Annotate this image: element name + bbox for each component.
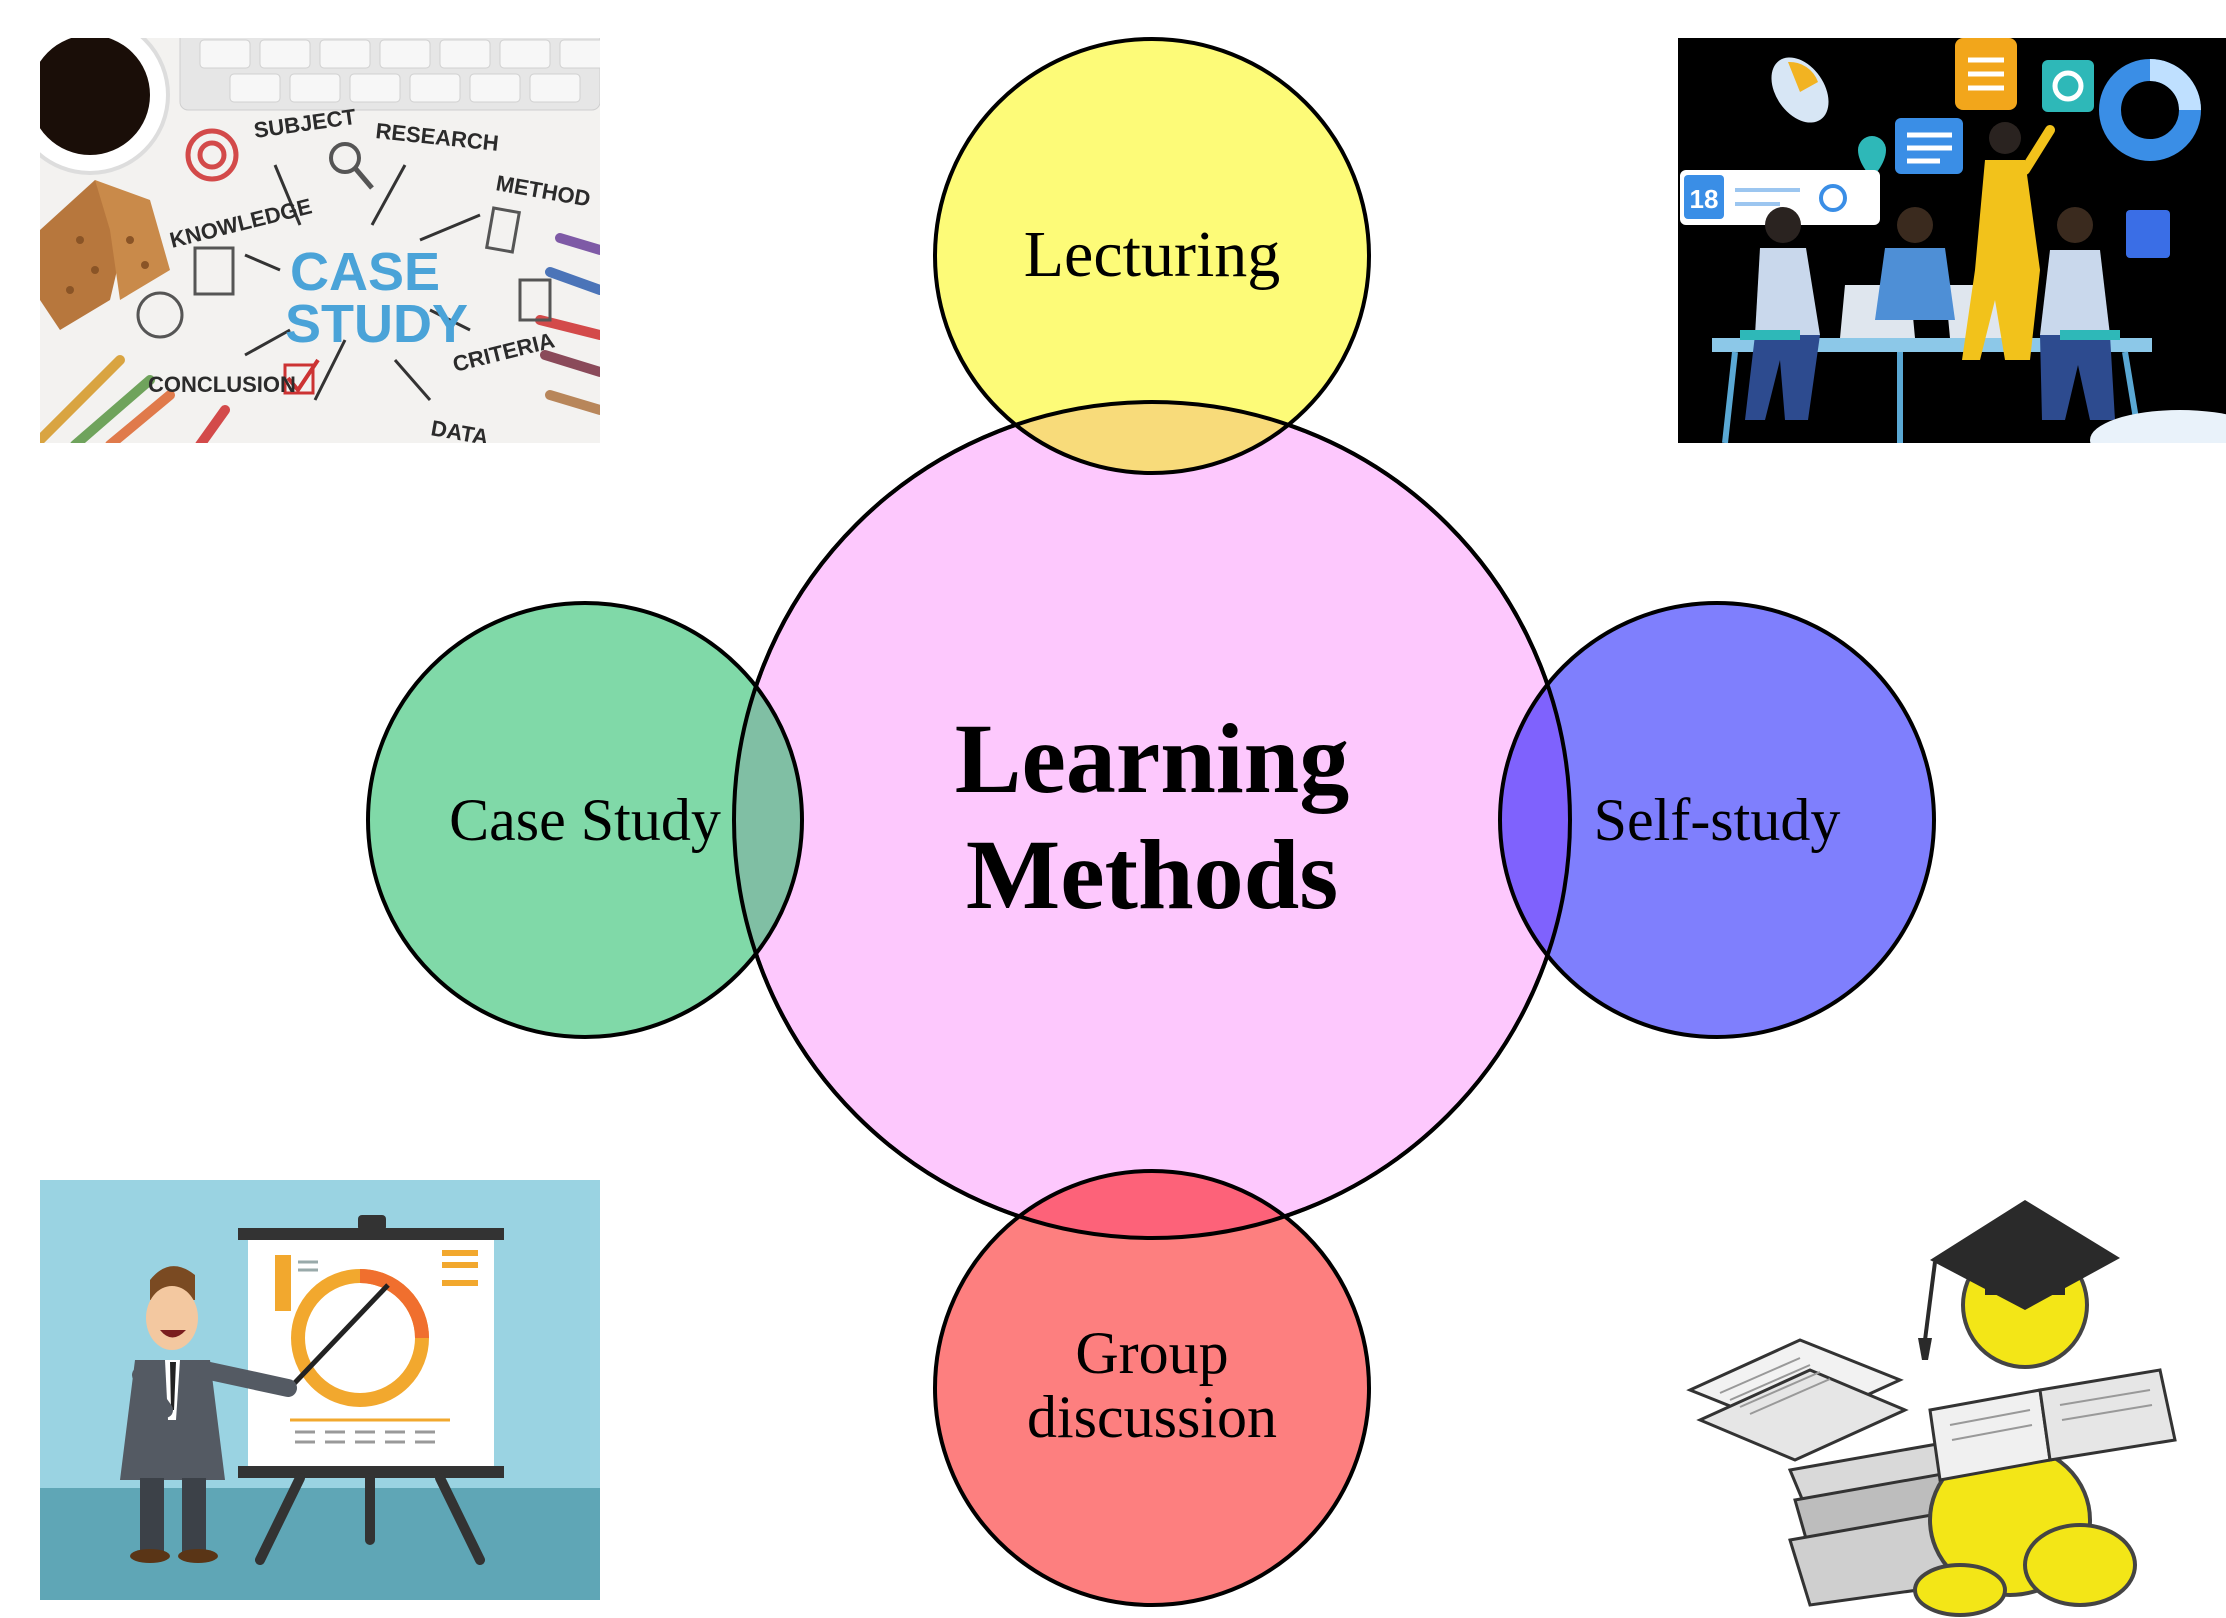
center-title-line2: Methods [966, 819, 1338, 930]
lecturing-circle [935, 39, 1369, 473]
self-study-label: Self-study [1594, 787, 1841, 853]
keyword-conclusion: CONCLUSION [148, 372, 296, 397]
self-study-circle [1500, 603, 1934, 1037]
team-collaboration-image: 18 [1678, 38, 2226, 443]
case-study-image: SUBJECT RESEARCH METHOD KNOWLEDGE CRITER… [40, 38, 600, 443]
case-study-label: Case Study [449, 787, 721, 853]
lecturing-label: Lecturing [1024, 218, 1281, 291]
group-discussion-circle [935, 1171, 1369, 1605]
lecture-presentation-image [40, 1180, 600, 1600]
group-discussion-label-line2: discussion [1027, 1384, 1277, 1450]
group-discussion-label-line1: Group [1075, 1320, 1228, 1386]
case-study-heading-line2: STUDY [285, 294, 468, 354]
case-study-circle [368, 603, 802, 1037]
self-study-image [1686, 1200, 2177, 1617]
case-study-heading-line1: CASE [290, 242, 440, 302]
circle-outlines [366, 37, 1936, 1607]
calendar-day-number: 18 [1690, 184, 1719, 214]
center-title-line1: Learning [955, 703, 1349, 814]
